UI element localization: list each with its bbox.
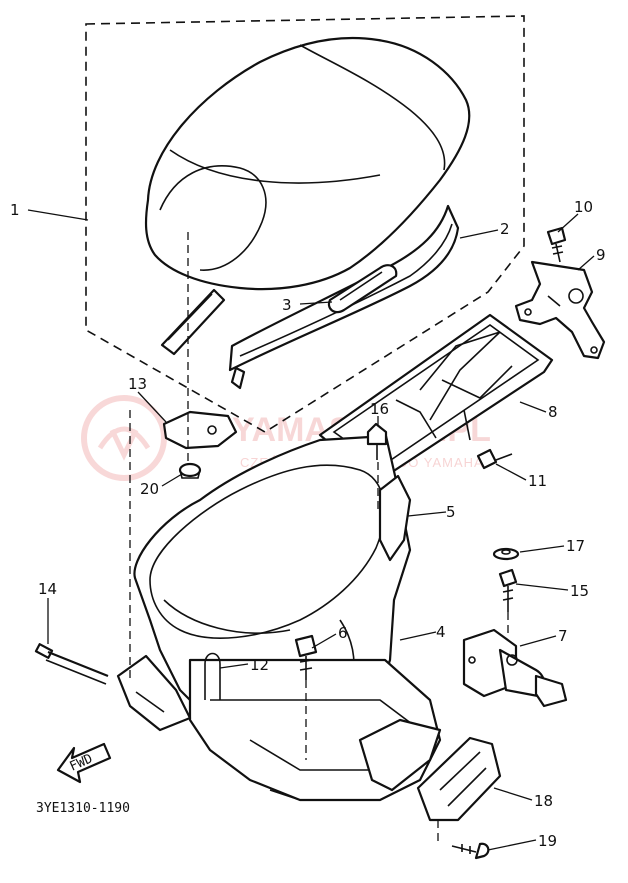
storage-box-part — [116, 434, 442, 802]
fwd-arrow-icon: FWD — [56, 742, 112, 784]
bolt-10 — [546, 226, 567, 263]
assembly-lines — [129, 232, 509, 842]
drawing-code: 3YE1310-1190 — [36, 801, 130, 816]
bracket-part — [514, 260, 606, 360]
callout-7: 7 — [558, 627, 568, 645]
watermark-logo-icon — [81, 395, 167, 481]
clip-12 — [204, 652, 221, 700]
callout-5: 5 — [446, 503, 456, 521]
callout-15: 15 — [570, 582, 589, 600]
hinge-part — [162, 410, 238, 450]
callout-4: 4 — [436, 623, 446, 641]
seat-assembly-outline — [85, 15, 525, 433]
bolt-14 — [34, 643, 109, 685]
callout-6: 6 — [338, 624, 348, 642]
callout-19: 19 — [538, 832, 557, 850]
lock-cylinder-part — [462, 628, 568, 708]
cover-18 — [416, 736, 502, 822]
bolt-6 — [294, 634, 318, 680]
callout-11: 11 — [528, 472, 547, 490]
callout-16: 16 — [370, 400, 389, 418]
callout-12: 12 — [250, 656, 269, 674]
watermark-logo-tuning-fork-icon — [97, 426, 151, 461]
callout-8: 8 — [548, 403, 558, 421]
callout-2: 2 — [500, 220, 510, 238]
screw-19 — [451, 842, 490, 860]
bolt-11 — [476, 448, 513, 470]
callout-10: 10 — [574, 198, 593, 216]
callout-9: 9 — [596, 246, 606, 264]
callout-1: 1 — [10, 201, 20, 219]
callout-17: 17 — [566, 537, 585, 555]
washer-17 — [492, 547, 520, 561]
seat-part — [144, 36, 471, 390]
nut-20 — [178, 462, 202, 479]
callout-3: 3 — [282, 296, 292, 314]
callout-labels: 1 2 3 4 5 6 7 8 9 10 11 12 13 14 15 16 1… — [10, 198, 606, 850]
nut-16 — [366, 422, 388, 460]
callout-14: 14 — [38, 580, 57, 598]
callout-13: 13 — [128, 375, 147, 393]
stud-15 — [498, 568, 518, 612]
callout-20: 20 — [140, 480, 159, 498]
callout-18: 18 — [534, 792, 553, 810]
leader-lines — [27, 209, 595, 851]
